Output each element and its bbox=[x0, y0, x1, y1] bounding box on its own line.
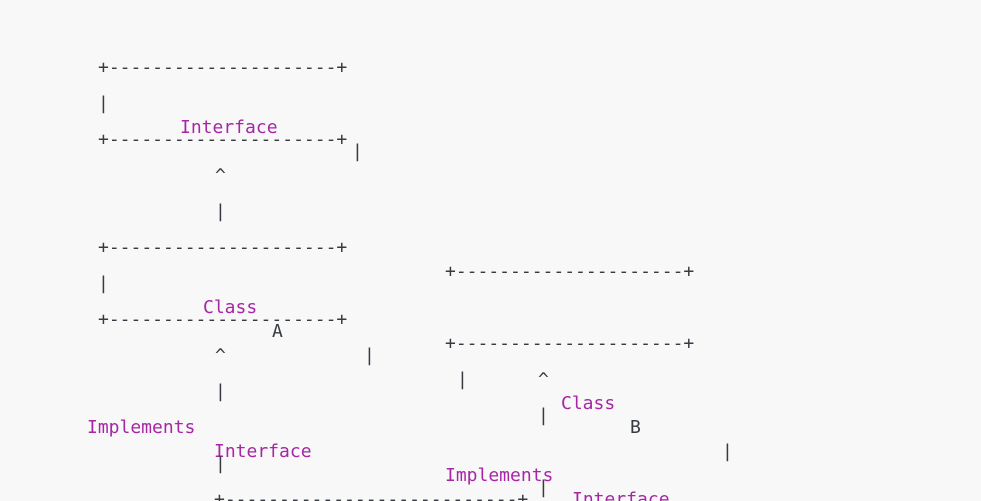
class-a-box-top-border: +---------------------+ bbox=[98, 237, 348, 258]
connector-horizontal-line: +---------------------------+ bbox=[214, 489, 529, 501]
class-b-box-right-bar: | bbox=[722, 441, 733, 462]
implements-line: Implements Interface Implements Interfac… bbox=[0, 392, 670, 501]
class-b-keyword: Class bbox=[561, 393, 616, 414]
implements-b-keyword: Implements bbox=[445, 465, 554, 486]
class-a-box-left-bar: | bbox=[98, 273, 109, 294]
interface-box-middle-line: | Interface | bbox=[0, 68, 363, 162]
class-boxes-middle-line: | Class A | | Class B | bbox=[0, 248, 733, 462]
class-b-arrow-caret: ^ bbox=[538, 369, 549, 390]
interface-box-right-bar: | bbox=[352, 141, 363, 162]
class-b-box-bottom-border: +---------------------+ bbox=[445, 333, 695, 354]
interface-box-top-border: +---------------------+ bbox=[98, 57, 348, 78]
class-a-box-bottom-border: +---------------------+ bbox=[98, 309, 348, 330]
interface-box-left-bar: | bbox=[98, 93, 109, 114]
class-boxes-bottom-line: +---------------------+ +---------------… bbox=[0, 284, 694, 354]
interface-box-bottom-border: +---------------------+ bbox=[98, 129, 348, 150]
class-a-arrow-bar: | bbox=[215, 381, 226, 402]
interface-arrow-bar-line: | bbox=[0, 176, 226, 222]
connector-line: +---------------------------+ bbox=[0, 464, 528, 501]
implements-b-interface-keyword: Interface bbox=[572, 489, 670, 501]
class-arrows-caret-line: ^ ^ bbox=[0, 320, 549, 390]
interface-arrow-caret-line: ^ bbox=[0, 140, 226, 186]
class-b-box-top-border: +---------------------+ bbox=[445, 261, 695, 282]
class-a-name: A bbox=[272, 321, 283, 342]
class-b-arrow-bar: | bbox=[538, 405, 549, 426]
connector-bar-line: | | bbox=[0, 428, 549, 498]
interface-box-top-line: +---------------------+ bbox=[0, 32, 347, 78]
class-arrows-bar-line: | | bbox=[0, 356, 549, 426]
interface-arrow-caret: ^ bbox=[215, 165, 226, 186]
class-b-box-left-bar: | bbox=[457, 369, 468, 390]
connector-bar-b: | bbox=[538, 477, 549, 498]
class-a-arrow-caret: ^ bbox=[215, 345, 226, 366]
class-boxes-top-line: +---------------------+ +---------------… bbox=[0, 212, 694, 282]
class-b-name: B bbox=[630, 417, 641, 438]
implements-a-interface-keyword: Interface bbox=[214, 441, 312, 462]
class-a-box-right-bar: | bbox=[364, 345, 375, 366]
interface-arrow-bar: | bbox=[215, 201, 226, 222]
interface-keyword: Interface bbox=[180, 117, 278, 138]
interface-box-bottom-line: +---------------------+ bbox=[0, 104, 347, 150]
connector-bar-a: | bbox=[215, 453, 226, 474]
class-a-keyword: Class bbox=[203, 297, 258, 318]
implements-a-keyword: Implements bbox=[87, 417, 196, 438]
